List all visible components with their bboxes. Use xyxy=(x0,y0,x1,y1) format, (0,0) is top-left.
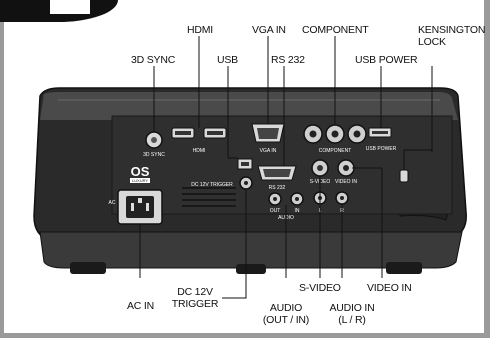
label-audio-2: (OUT / IN) xyxy=(262,314,310,326)
label-usb-power: USB POWER xyxy=(355,54,418,66)
label-audio-in-1: AUDIO IN xyxy=(329,302,375,314)
label-kensington-2: LOCK xyxy=(418,36,446,48)
panel-print-hdmi: HDMI xyxy=(193,148,206,154)
label-svideo: S-VIDEO xyxy=(299,282,341,294)
panel-print-out: OUT xyxy=(270,208,281,214)
panel-print-video: VIDEO IN xyxy=(335,179,357,185)
panel-print-dc12v: DC 12V TRIGGER xyxy=(191,182,233,188)
label-audio-1: AUDIO xyxy=(269,302,303,314)
panel-print-component: COMPONENT xyxy=(319,148,352,154)
label-vga-in: VGA IN xyxy=(252,24,286,36)
kensington-slot xyxy=(399,169,409,183)
leader-lines xyxy=(139,36,433,299)
panel-print-rs232: RS 232 xyxy=(269,185,286,191)
label-usb: USB xyxy=(217,54,238,66)
panel-print-usb-power: USB POWER xyxy=(366,146,397,152)
vent-slots xyxy=(182,187,236,207)
label-rs232: RS 232 xyxy=(271,54,305,66)
panel-print-vga: VGA IN xyxy=(260,148,277,154)
logo-sub: LUXURY xyxy=(132,178,148,183)
label-hdmi: HDMI xyxy=(187,24,214,36)
label-dc12v-2: TRIGGER xyxy=(171,298,219,310)
panel-print-ac: AC xyxy=(109,200,116,206)
label-dc12v-1: DC 12V xyxy=(177,286,213,298)
component-ports xyxy=(303,124,367,144)
label-video-in: VIDEO IN xyxy=(367,282,412,294)
panel-print-sync: 3D SYNC xyxy=(143,152,165,158)
label-component: COMPONENT xyxy=(302,24,369,36)
section-tab xyxy=(0,0,118,22)
panel-print-in: IN xyxy=(295,208,300,214)
label-audio-in-2: (L / R) xyxy=(338,314,366,326)
logo-text: OS xyxy=(131,164,150,179)
label-3d-sync: 3D SYNC xyxy=(131,54,176,66)
label-ac-in: AC IN xyxy=(127,300,155,312)
label-kensington-1: KENSINGTON xyxy=(418,24,486,36)
